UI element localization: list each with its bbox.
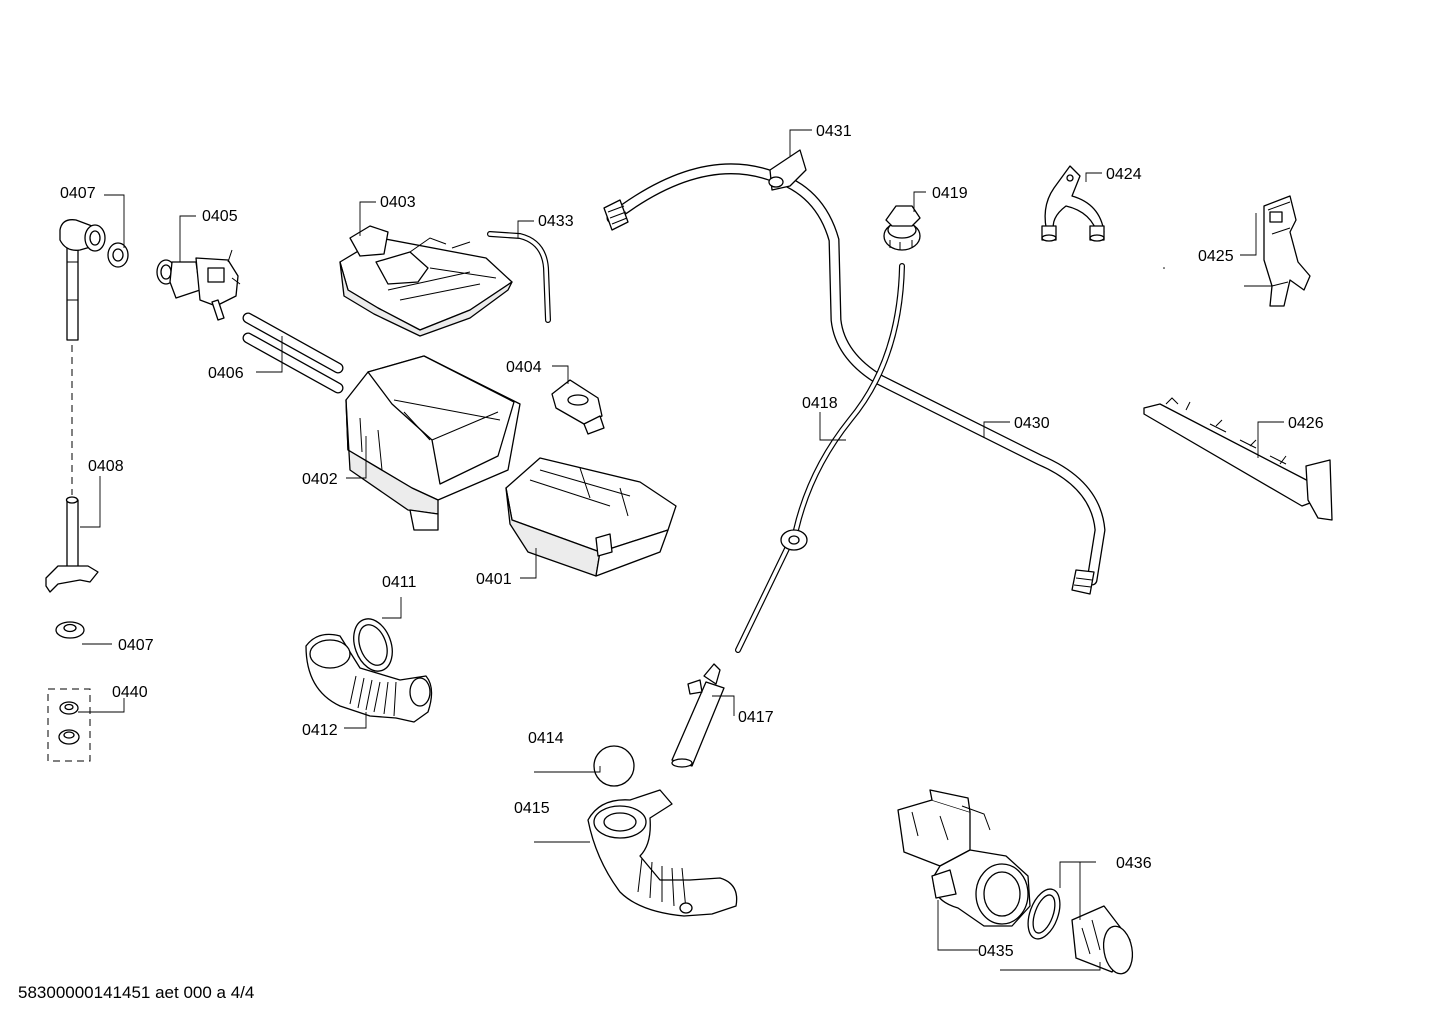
part-0407-seal-top bbox=[107, 242, 129, 268]
stray-dot bbox=[1163, 267, 1165, 269]
part-0408-inlet-pipe bbox=[45, 496, 99, 593]
label-0425: 0425 bbox=[1198, 248, 1234, 265]
label-0414: 0414 bbox=[528, 730, 564, 747]
label-0411: 0411 bbox=[382, 574, 417, 591]
label-0406: 0406 bbox=[208, 365, 244, 382]
part-0431-hose-clip bbox=[768, 149, 807, 191]
label-0401: 0401 bbox=[476, 571, 512, 588]
part-0402-dispenser-housing bbox=[345, 355, 521, 531]
drawing-reference-footer: 58300000141451 aet 000 a 4/4 bbox=[18, 983, 254, 1002]
part-0436-filter-seal bbox=[1027, 888, 1061, 940]
part-0411-ring bbox=[353, 618, 393, 672]
label-0417: 0417 bbox=[738, 709, 774, 726]
part-0406-hoses bbox=[242, 312, 344, 394]
label-0408: 0408 bbox=[88, 458, 124, 475]
part-0412-bellows bbox=[305, 633, 433, 723]
part-0430-drain-hose bbox=[603, 163, 1106, 595]
part-0407-inlet-elbow bbox=[59, 219, 106, 341]
part-0436-filter bbox=[1071, 905, 1134, 975]
part-labels: 0407 0405 0403 0433 0431 0419 0424 0425 … bbox=[60, 123, 1324, 960]
label-0436: 0436 bbox=[1116, 855, 1152, 872]
leader-lines bbox=[78, 129, 1284, 971]
label-0418: 0418 bbox=[802, 395, 838, 412]
part-0401-detergent-drawer bbox=[505, 457, 677, 577]
label-0435: 0435 bbox=[978, 943, 1014, 960]
label-0424: 0424 bbox=[1106, 166, 1142, 183]
label-0404: 0404 bbox=[506, 359, 542, 376]
label-0405: 0405 bbox=[202, 208, 238, 225]
part-0440-seal-kit bbox=[47, 688, 91, 762]
part-0415-sump-hose bbox=[587, 789, 738, 917]
part-0404-siphon-cap bbox=[551, 379, 605, 435]
label-0433: 0433 bbox=[538, 213, 574, 230]
part-0417-heater bbox=[671, 663, 725, 768]
part-0403-dispenser-cover bbox=[339, 225, 513, 337]
label-0415: 0415 bbox=[514, 800, 550, 817]
label-0440: 0440 bbox=[112, 684, 148, 701]
part-0419-pressure-switch bbox=[883, 205, 921, 251]
label-0407-bottom: 0407 bbox=[118, 637, 154, 654]
part-0426-rail bbox=[1143, 397, 1333, 521]
label-0419: 0419 bbox=[932, 185, 968, 202]
part-0425-bracket bbox=[1263, 195, 1311, 307]
part-0433-small-hose bbox=[487, 231, 551, 323]
label-0407-top: 0407 bbox=[60, 185, 96, 202]
label-0403: 0403 bbox=[380, 194, 416, 211]
part-0418-pressure-tube bbox=[735, 263, 905, 653]
label-0402: 0402 bbox=[302, 471, 338, 488]
part-0407-seal-bottom bbox=[55, 621, 85, 639]
part-0414-ball bbox=[593, 745, 635, 787]
part-0424-hose-holder bbox=[1041, 165, 1105, 242]
part-0405-solenoid-valve bbox=[156, 249, 241, 321]
label-0426: 0426 bbox=[1288, 415, 1324, 432]
label-0431: 0431 bbox=[816, 123, 852, 140]
label-0412: 0412 bbox=[302, 722, 338, 739]
label-0430: 0430 bbox=[1014, 415, 1050, 432]
part-0435-pump bbox=[897, 789, 1031, 927]
